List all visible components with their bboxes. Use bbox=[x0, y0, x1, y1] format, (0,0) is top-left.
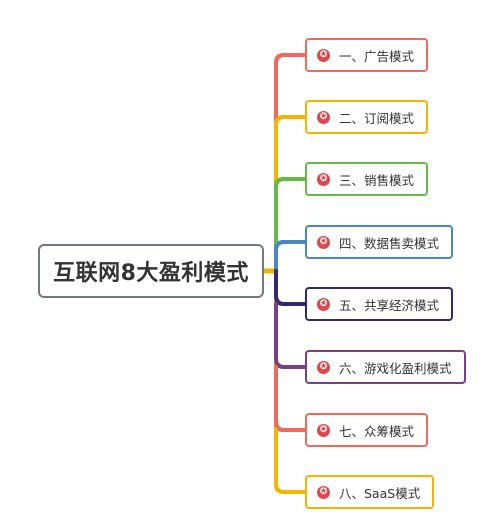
branch-segment-7 bbox=[274, 365, 307, 432]
branch-label: 四、数据售卖模式 bbox=[339, 235, 440, 251]
branch-node-7[interactable]: ✪ 七、众筹模式 bbox=[305, 413, 429, 447]
branch-segment-8 bbox=[274, 428, 307, 494]
branch-node-4[interactable]: ✪ 四、数据售卖模式 bbox=[305, 225, 454, 259]
branch-connector-4 bbox=[274, 240, 307, 273]
branch-connector-1 bbox=[274, 53, 307, 273]
branch-node-8[interactable]: ✪ 八、SaaS模式 bbox=[305, 475, 435, 509]
star-badge-icon: ✪ bbox=[317, 110, 330, 124]
branch-label: 七、众筹模式 bbox=[339, 423, 415, 439]
branch-segment-1 bbox=[274, 53, 307, 119]
branch-segment-5 bbox=[274, 269, 307, 306]
star-badge-icon: ✪ bbox=[317, 172, 330, 186]
root-topic-label: 互联网8大盈利模式 bbox=[53, 261, 249, 286]
branch-label: 三、销售模式 bbox=[339, 172, 415, 188]
star-badge-icon: ✪ bbox=[317, 423, 330, 437]
branch-node-2[interactable]: ✪ 二、订阅模式 bbox=[305, 100, 429, 134]
root-topic[interactable]: 互联网8大盈利模式 bbox=[38, 244, 264, 298]
branch-connector-7 bbox=[274, 269, 307, 432]
star-badge-icon: ✪ bbox=[317, 48, 330, 62]
branch-connector-2 bbox=[274, 115, 307, 273]
branch-label: 二、订阅模式 bbox=[339, 110, 415, 126]
star-badge-icon: ✪ bbox=[317, 360, 330, 374]
branch-node-5[interactable]: ✪ 五、共享经济模式 bbox=[305, 287, 454, 321]
branch-label: 五、共享经济模式 bbox=[339, 297, 440, 313]
branch-label: 六、游戏化盈利模式 bbox=[339, 360, 452, 376]
branch-node-6[interactable]: ✪ 六、游戏化盈利模式 bbox=[305, 350, 466, 384]
branch-segment-3 bbox=[274, 177, 307, 244]
branch-label: 八、SaaS模式 bbox=[339, 485, 421, 501]
branch-segment-4 bbox=[274, 240, 307, 273]
branch-node-1[interactable]: ✪ 一、广告模式 bbox=[305, 38, 429, 72]
branch-node-3[interactable]: ✪ 三、销售模式 bbox=[305, 162, 429, 196]
branch-connector-5 bbox=[274, 269, 307, 306]
branch-segment-2 bbox=[274, 115, 307, 181]
branch-label: 一、广告模式 bbox=[339, 48, 415, 64]
star-badge-icon: ✪ bbox=[317, 297, 330, 311]
branch-connector-6 bbox=[274, 269, 307, 369]
branch-connector-3 bbox=[274, 177, 307, 273]
star-badge-icon: ✪ bbox=[317, 485, 330, 499]
branch-segment-6 bbox=[274, 302, 307, 369]
star-badge-icon: ✪ bbox=[317, 235, 330, 249]
